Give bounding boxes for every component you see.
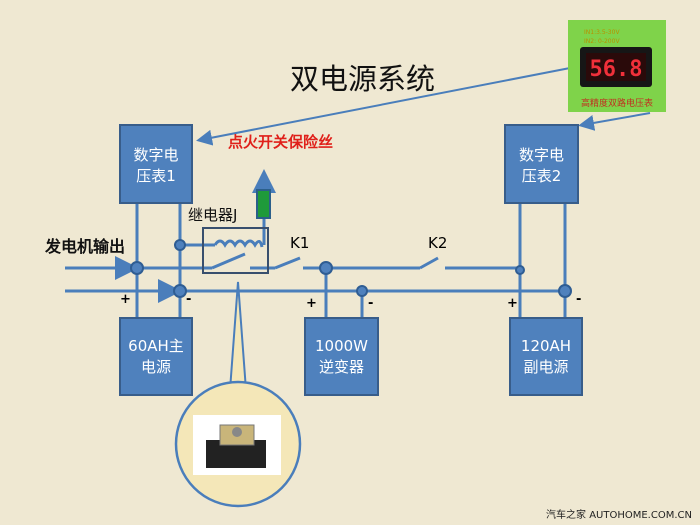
fuse — [256, 189, 271, 219]
callout-pointer — [228, 281, 248, 391]
relay-box — [202, 227, 269, 274]
relay-photo — [193, 415, 281, 475]
battery-aux-line2: 副电源 — [523, 358, 569, 376]
battery-aux: 120AH 副电源 — [510, 336, 582, 378]
plus-aux: + — [507, 296, 518, 311]
nodes — [130, 239, 572, 298]
boxes — [119, 124, 583, 396]
meter-line2: IN2: 0-200V — [584, 38, 620, 45]
meter-photo: 56.8 IN1:3.5-30V IN2: 0-200V 高精度双路电压表 — [568, 20, 666, 112]
voltmeter-1-line2: 压表1 — [136, 167, 176, 185]
inverter-line2: 逆变器 — [318, 358, 364, 376]
voltmeter-2-line2: 压表2 — [521, 167, 562, 185]
plus-main: + — [120, 292, 131, 307]
fuse-label: 点火开关保险丝 — [228, 133, 334, 151]
generator-label: 发电机输出 — [45, 237, 126, 256]
k2-label: K2 — [428, 234, 448, 252]
meter-reading: 56.8 — [590, 57, 643, 82]
voltmeter-2-line1: 数字电 — [518, 146, 564, 164]
battery-main-line2: 电源 — [140, 358, 171, 376]
k1-label: K1 — [290, 234, 310, 252]
minus-aux: - — [576, 292, 582, 307]
plus-inverter: + — [306, 296, 317, 311]
meter-line1: IN1:3.5-30V — [584, 29, 620, 36]
battery-main-line1: 60AH主 — [128, 337, 184, 355]
battery-main: 60AH主电源 — [120, 336, 192, 378]
page-title: 双电源系统 — [290, 62, 436, 96]
voltmeter-1-line1: 数字电 — [133, 146, 179, 164]
minus-inverter: - — [368, 296, 374, 311]
meter-caption: 高精度双路电压表 — [581, 97, 653, 109]
battery-aux-line1: 120AH — [520, 337, 572, 355]
inverter: 1000W 逆变器 — [305, 336, 378, 378]
watermark: 汽车之家 AUTOHOME.COM.CN — [546, 510, 692, 521]
voltmeter-2: 数字电压表2 — [505, 145, 578, 187]
relay-label: 继电器J — [188, 206, 238, 224]
voltmeter-1: 数字电压表1 — [120, 145, 192, 187]
inverter-line1: 1000W — [314, 337, 368, 355]
minus-main: - — [186, 292, 192, 307]
